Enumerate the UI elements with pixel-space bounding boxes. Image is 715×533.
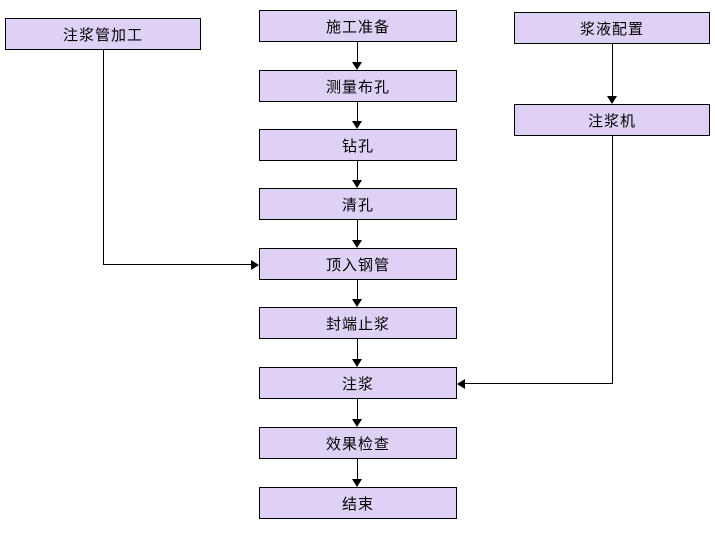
node-construction-preparation[interactable]: 施工准备: [259, 10, 457, 42]
node-hole-cleaning[interactable]: 清孔: [259, 188, 457, 220]
node-seal-end[interactable]: 封端止浆: [259, 307, 457, 339]
node-end[interactable]: 结束: [259, 487, 457, 519]
arrowhead-drill-to-clean: [352, 180, 362, 188]
node-effect-inspection[interactable]: 效果检查: [259, 427, 457, 459]
arrowhead-seal-to-grout: [352, 359, 362, 367]
connector-slurry-to-pump: [612, 44, 613, 96]
connector-push-to-seal: [357, 280, 358, 299]
node-pipe-fabrication[interactable]: 注浆管加工: [5, 18, 201, 50]
connector-pipefab-horizontal: [103, 264, 251, 265]
connector-pipefab-vertical: [103, 50, 104, 264]
connector-prepare-to-layout: [357, 42, 358, 62]
connector-seal-to-grout: [357, 339, 358, 359]
connector-layout-to-drill: [357, 102, 358, 121]
node-survey-hole-layout[interactable]: 测量布孔: [259, 70, 457, 102]
connector-grout-to-check: [357, 399, 358, 419]
node-push-steel-pipe[interactable]: 顶入钢管: [259, 248, 457, 280]
arrowhead-grout-to-check: [352, 419, 362, 427]
arrowhead-clean-to-push: [352, 240, 362, 248]
arrowhead-push-to-seal: [352, 299, 362, 307]
node-slurry-mixing[interactable]: 浆液配置: [514, 12, 710, 44]
arrowhead-prepare-to-layout: [352, 62, 362, 70]
connector-check-to-end: [357, 459, 358, 479]
node-grouting[interactable]: 注浆: [259, 367, 457, 399]
connector-pump-horizontal: [465, 383, 613, 384]
arrowhead-layout-to-drill: [352, 121, 362, 129]
connector-pump-vertical: [612, 136, 613, 383]
connector-drill-to-clean: [357, 161, 358, 180]
arrowhead-pipefab-to-push: [251, 260, 259, 270]
connector-clean-to-push: [357, 220, 358, 240]
arrowhead-check-to-end: [352, 479, 362, 487]
arrowhead-slurry-to-pump: [607, 96, 617, 104]
arrowhead-pump-to-grout: [457, 379, 465, 389]
node-grouting-machine[interactable]: 注浆机: [514, 104, 710, 136]
node-drilling[interactable]: 钻孔: [259, 129, 457, 161]
